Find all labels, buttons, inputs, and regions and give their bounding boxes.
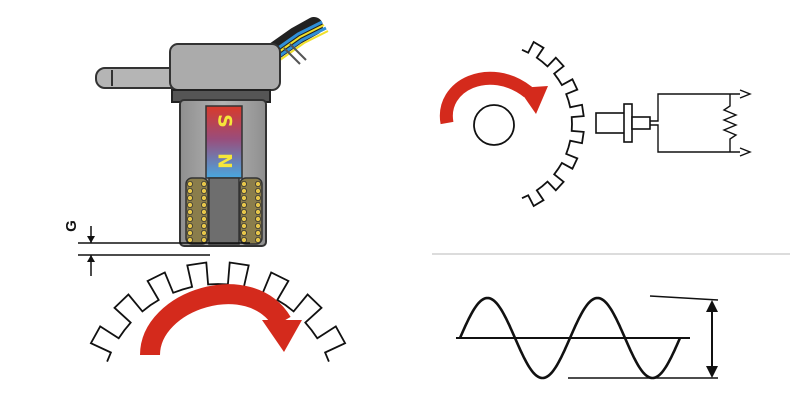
coil-winding-dot	[200, 194, 207, 201]
coil-winding-dot	[254, 208, 261, 215]
wire-top	[650, 93, 740, 122]
coil-winding-dot	[254, 180, 261, 187]
coil-winding-dot	[186, 229, 193, 236]
coil-winding-dot	[240, 187, 247, 194]
coil-winding-dot	[200, 180, 207, 187]
wire-bottom	[650, 124, 740, 153]
coil-winding-dot	[186, 201, 193, 208]
sensor-symbol-body	[595, 112, 627, 134]
coil-winding-dot	[254, 222, 261, 229]
coil-winding-dot	[254, 201, 261, 208]
coil-winding-dot	[200, 215, 207, 222]
gear-hub	[473, 104, 515, 146]
coil-winding-dot	[186, 208, 193, 215]
coil-winding-dot	[240, 215, 247, 222]
rotation-arrow-left	[140, 284, 302, 357]
coil-winding-dot	[240, 208, 247, 215]
coil-winding-dot	[254, 229, 261, 236]
coil-winding-dot	[240, 229, 247, 236]
coil-winding-dot	[200, 222, 207, 229]
sine-waveform	[458, 296, 682, 380]
circuit-schematic	[439, 40, 752, 208]
magnet-south-label: S	[214, 114, 236, 128]
coil-winding-dot	[186, 187, 193, 194]
pole-piece	[208, 177, 240, 245]
sensor-head	[169, 43, 281, 91]
coil-winding-dot	[200, 236, 207, 243]
coil-winding-dot	[254, 215, 261, 222]
coil-winding-dot	[200, 208, 207, 215]
coil-winding-dot	[254, 194, 261, 201]
rotation-arrow-right	[439, 71, 548, 125]
gap-label: G	[63, 220, 80, 232]
waveform-panel	[456, 295, 719, 380]
coil-winding-dot	[186, 180, 193, 187]
gear-wheel-small	[521, 40, 585, 208]
coil-winding-dot	[240, 222, 247, 229]
coil-winding-dot	[240, 180, 247, 187]
coil-winding-dot	[186, 215, 193, 222]
coil-winding-dot	[200, 187, 207, 194]
coil-winding-dot	[240, 194, 247, 201]
coil-winding-dot	[254, 187, 261, 194]
sensor-symbol-flange	[623, 103, 633, 143]
gear-wheel-large	[89, 261, 347, 362]
resistor	[722, 94, 738, 152]
coil-winding-dot	[240, 201, 247, 208]
coil-winding-dot	[254, 236, 261, 243]
coil-winding-dot	[186, 236, 193, 243]
peak-line-top	[649, 295, 719, 301]
coil-windings	[186, 180, 261, 243]
connector-pin	[95, 67, 181, 89]
air-gap-dimension: G	[63, 220, 250, 276]
pickup-sensor: S N	[95, 17, 329, 247]
coil-winding-dot	[200, 201, 207, 208]
coil-winding-dot	[200, 229, 207, 236]
sensor-symbol-tail	[631, 116, 651, 130]
coil-winding-dot	[240, 236, 247, 243]
coil-winding-dot	[186, 222, 193, 229]
coil-winding-dot	[186, 194, 193, 201]
magnet-north-label: N	[214, 153, 236, 169]
